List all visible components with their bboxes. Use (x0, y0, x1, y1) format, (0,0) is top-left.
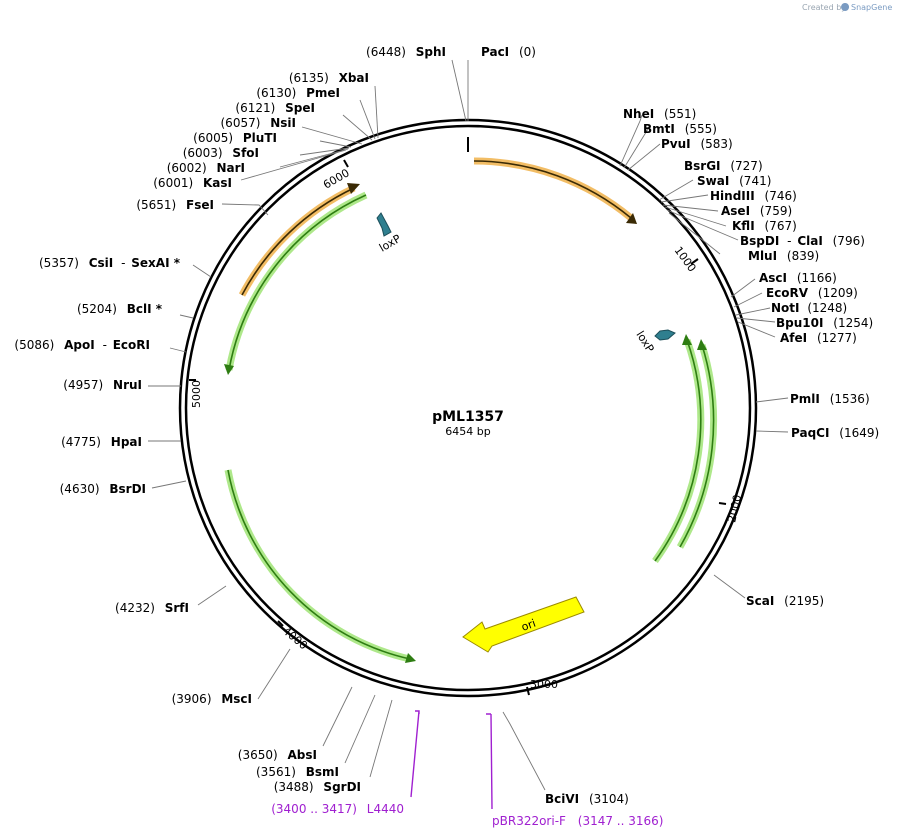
plasmid-size: 6454 bp (445, 425, 490, 438)
site-bsmi: (3561) BsmI (256, 765, 339, 779)
site-bcivi: BciVI (3104) (545, 792, 629, 806)
primer-pbr322ori-f: pBR322ori-F (3147 .. 3166) (486, 713, 663, 828)
site-pmei: (6130) PmeI (256, 86, 340, 100)
site-kasi: (6001) KasI (153, 176, 232, 190)
site-bspdi-clai: BspDI - ClaI (796) (740, 234, 865, 248)
feature-loxp-top: loxP (376, 212, 403, 255)
site-leader-lines (148, 59, 789, 791)
site-nari: (6002) NarI (167, 161, 245, 175)
site-sfoi: (6003) SfoI (183, 146, 259, 160)
site-bpu10i: Bpu10I (1254) (776, 316, 873, 330)
site-bcli: (5204) BclI * (77, 302, 163, 316)
site-scai: ScaI (2195) (746, 594, 824, 608)
site-nhei: NheI (551) (623, 107, 696, 121)
site-srfi: (4232) SrfI (115, 601, 189, 615)
site-apoi-ecori: (5086) ApoI - EcoRI (14, 338, 150, 352)
site-fsei: (5651) FseI (136, 198, 214, 212)
site-bsrgi: BsrGI (727) (684, 159, 763, 173)
site-absi: (3650) AbsI (238, 748, 317, 762)
site-hpai: (4775) HpaI (61, 435, 142, 449)
tick-label-2000: 2000 (725, 493, 744, 523)
site-hindiii: HindIII (746) (710, 189, 797, 203)
site-sgrdi: (3488) SgrDI (274, 780, 361, 794)
credit-brand: SnapGene (851, 3, 892, 12)
tick-label-3000: 3000 (530, 678, 558, 691)
feature-label-loxp-right: loxP (633, 329, 656, 355)
backbone-inner-circle (184, 124, 752, 692)
site-kfli: KflI (767) (732, 219, 797, 233)
site-xbai: (6135) XbaI (289, 71, 369, 85)
site-bmti: BmtI (555) (643, 122, 717, 136)
site-msci: (3906) MscI (172, 692, 252, 706)
site-nrui: (4957) NruI (63, 378, 142, 392)
tick-label-5000: 5000 (190, 380, 203, 408)
site-csii-sexai: (5357) CsiI - SexAI * (39, 256, 181, 270)
site-sphi: (6448) SphI (366, 45, 446, 59)
snapgene-logo-icon (841, 3, 850, 11)
feature-label-loxp-top: loxP (377, 232, 403, 255)
site-bsrdi: (4630) BsrDI (60, 482, 146, 496)
feature-orange-top (473, 157, 637, 224)
site-asei: AseI (759) (721, 204, 792, 218)
feature-orange-left (238, 183, 360, 297)
site-pvui: PvuI (583) (661, 137, 733, 151)
site-asci: AscI (1166) (759, 271, 837, 285)
site-paci: PacI (0) (481, 45, 536, 59)
svg-text:(3400 .. 3417) L4440: (3400 .. 3417) L4440 (271, 802, 404, 816)
feature-loxp-right: loxP (633, 329, 676, 355)
site-noti: NotI (1248) (771, 301, 847, 315)
site-pmli: PmlI (1536) (790, 392, 870, 406)
credit-prefix: Created by (802, 3, 846, 12)
primer-l4440: (3400 .. 3417) L4440 (271, 710, 420, 816)
plasmid-name: pML1357 (432, 409, 504, 425)
feature-label-ori: ori (520, 617, 538, 634)
site-ecorv: EcoRV (1209) (766, 286, 858, 300)
site-mlui: MluI (839) (748, 249, 819, 263)
site-nsii: (6057) NsiI (221, 116, 297, 130)
site-afei: AfeI (1277) (780, 331, 857, 345)
svg-text:pBR322ori-F (3147 .. 3166): pBR322ori-F (3147 .. 3166) (492, 814, 663, 828)
feature-green-left-top (224, 191, 368, 375)
tick-label-1000: 1000 (672, 244, 699, 274)
feature-green-left-bottom (224, 469, 416, 663)
site-paqci: PaqCI (1649) (791, 426, 879, 440)
feature-ori: ori (462, 596, 585, 653)
feature-green-right-outer (676, 339, 718, 549)
feature-green-right-inner (652, 334, 705, 564)
site-spei: (6121) SpeI (235, 101, 315, 115)
tick-marks (189, 159, 727, 696)
tick-label-4000: 4000 (280, 624, 310, 652)
backbone-outer-circle (178, 118, 758, 698)
site-swai: SwaI (741) (697, 174, 771, 188)
site-pluti: (6005) PluTI (193, 131, 277, 145)
